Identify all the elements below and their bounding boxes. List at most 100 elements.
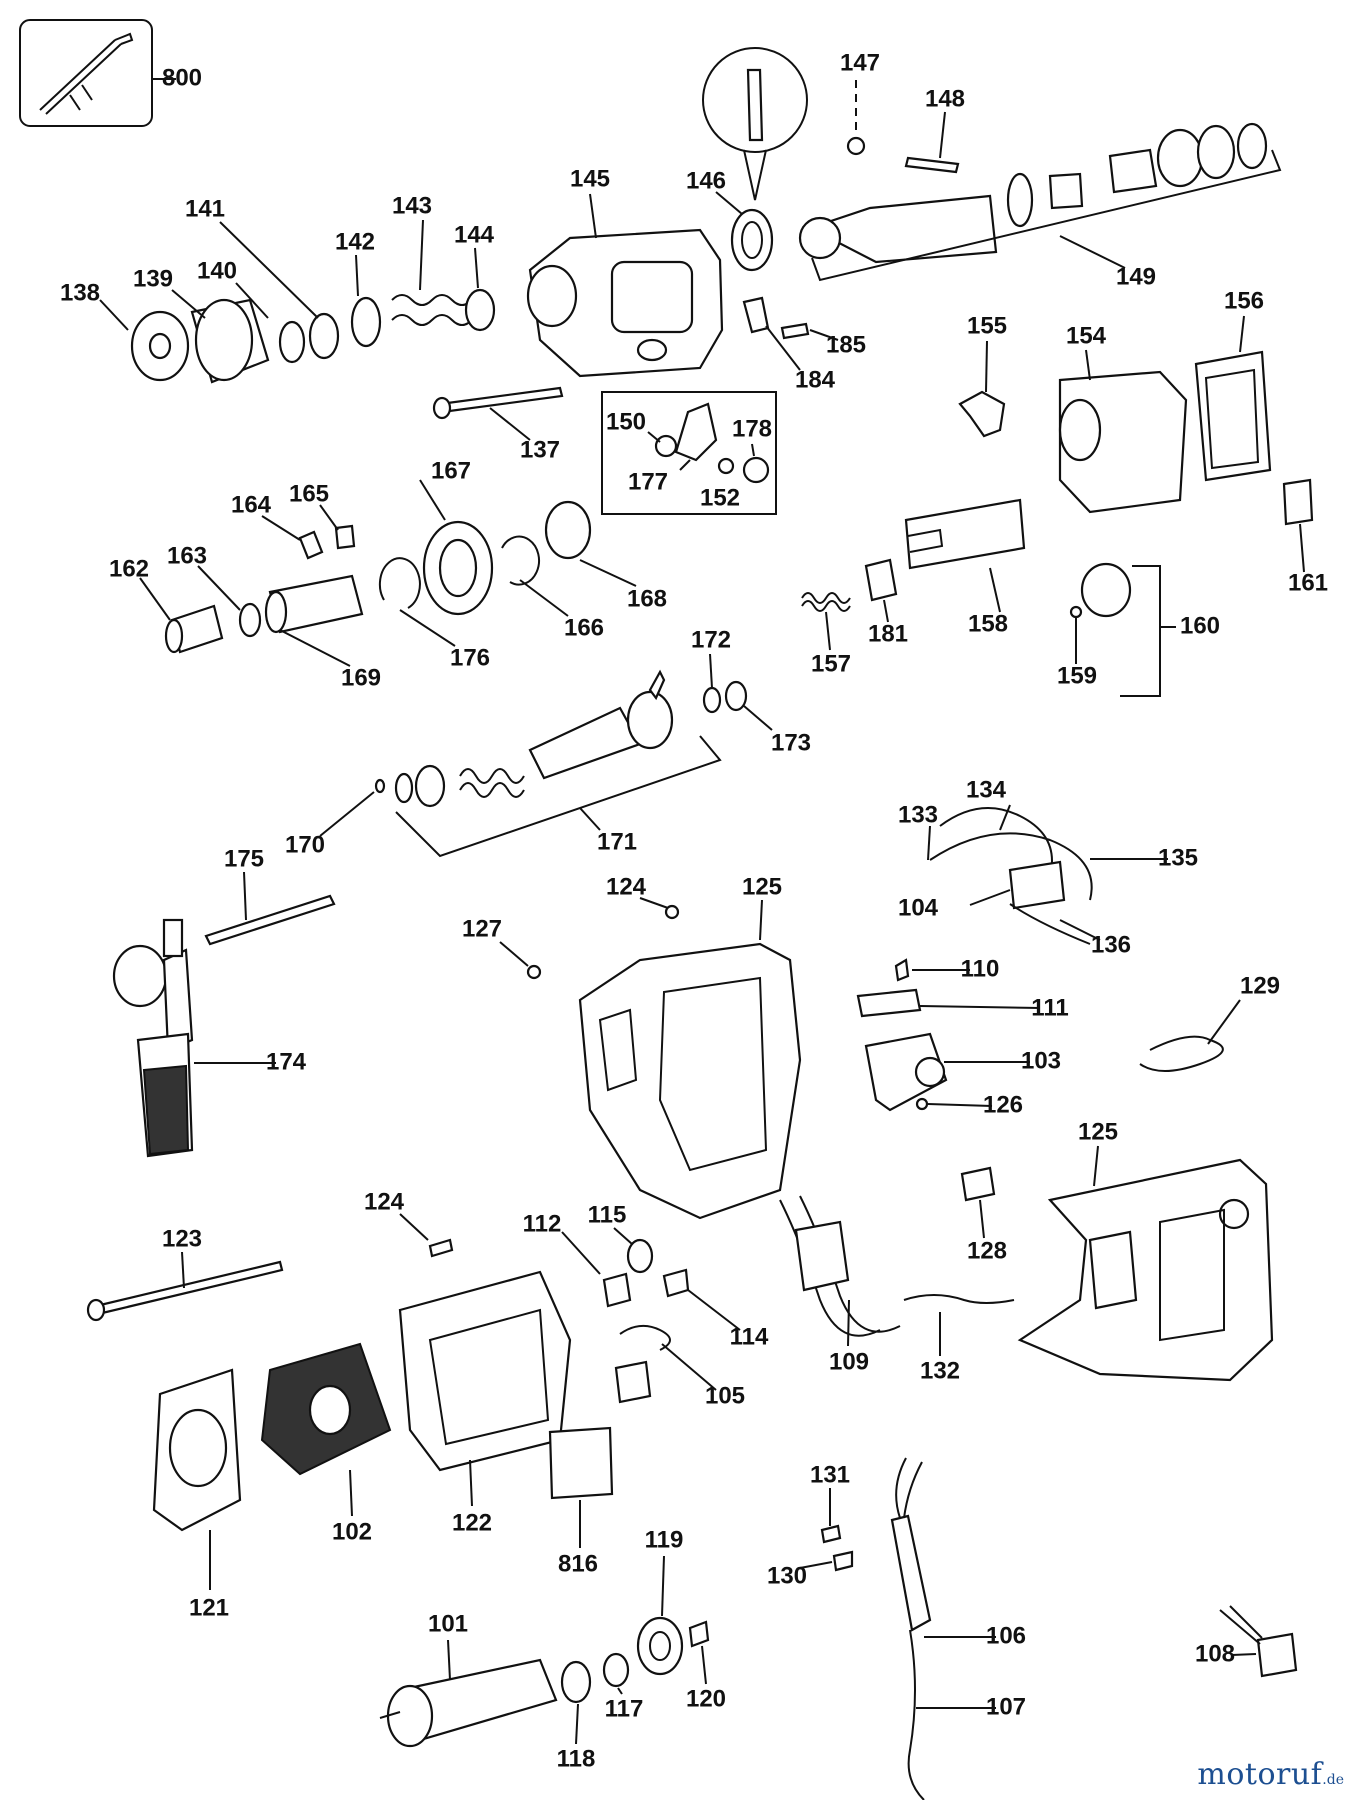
part-label-168: 168: [627, 585, 667, 612]
spindle-group: [139, 479, 637, 667]
part-label-164: 164: [231, 491, 272, 518]
part-label-148: 148: [925, 85, 965, 112]
brush-holders: [561, 1227, 741, 1404]
part-label-161: 161: [1288, 569, 1328, 596]
part-label-166: 166: [564, 614, 604, 641]
part-label-816: 816: [558, 1550, 598, 1577]
part-label-120: 120: [686, 1685, 726, 1712]
part-label-176: 176: [450, 644, 490, 671]
part-label-165: 165: [289, 480, 329, 507]
watermark-name: motoruf: [1197, 1757, 1323, 1792]
part-label-112: 112: [523, 1210, 562, 1237]
part-label-163: 163: [167, 542, 207, 569]
part-label-133: 133: [898, 801, 938, 828]
housing-half-125: [1017, 1145, 1274, 1382]
part-label-136: 136: [1091, 931, 1131, 958]
cable-set-109: [779, 1195, 1015, 1356]
part-label-149: 149: [1116, 263, 1156, 290]
part-label-141: 141: [185, 195, 225, 222]
part-label-122: 122: [452, 1509, 492, 1536]
part-label-157: 157: [811, 650, 851, 677]
bolt-123: [86, 1251, 284, 1322]
part-label-128: 128: [967, 1237, 1007, 1264]
brush-holder-128: [960, 1166, 996, 1239]
part-label-184: 184: [795, 366, 836, 393]
watermark-logo: motoruf.de: [1197, 1757, 1344, 1792]
part-label-154: 154: [1066, 322, 1107, 349]
part-label-115: 115: [588, 1201, 627, 1228]
part-label-171: 171: [597, 828, 637, 855]
part-label-106: 106: [986, 1622, 1026, 1649]
tool-box-800: [19, 19, 176, 127]
gear-housing-145: [526, 193, 724, 378]
part-label-152: 152: [700, 484, 740, 511]
intermediate-shaft-171: [319, 653, 773, 858]
part-label-139: 139: [133, 265, 173, 292]
switch-housing-154: [801, 315, 1314, 697]
part-label-111: 111: [1031, 994, 1068, 1021]
part-label-160: 160: [1180, 612, 1220, 639]
part-label-158: 158: [968, 610, 1008, 637]
part-label-138: 138: [60, 279, 100, 306]
part-label-110: 110: [961, 955, 1000, 982]
part-label-175: 175: [224, 845, 264, 872]
clip-184-screw-185: [742, 296, 839, 371]
part-label-140: 140: [197, 257, 237, 284]
bolt-137: [432, 386, 564, 441]
part-label-114: 114: [730, 1323, 769, 1350]
selector-inset: [601, 391, 777, 515]
part-label-167: 167: [431, 457, 471, 484]
part-label-118: 118: [557, 1745, 596, 1772]
part-label-129: 129: [1240, 972, 1280, 999]
part-label-130: 130: [767, 1562, 807, 1589]
part-label-155: 155: [967, 312, 1007, 339]
part-label-104: 104: [898, 894, 939, 921]
part-label-145: 145: [570, 165, 610, 192]
switch-wiring: [927, 804, 1168, 945]
part-label-101: 101: [428, 1610, 468, 1637]
motor-stator: [152, 1270, 572, 1590]
part-label-124: 124: [364, 1188, 405, 1215]
part-label-177: 177: [628, 468, 668, 495]
watermark-tld: .de: [1322, 1772, 1344, 1788]
bearings: [560, 1555, 710, 1745]
part-label-181: 181: [868, 620, 908, 647]
part-label-107: 107: [986, 1693, 1026, 1720]
part-label-150: 150: [606, 408, 646, 435]
power-cord-106-107: [890, 1457, 996, 1800]
part-label-121: 121: [189, 1594, 229, 1621]
side-handle-174: [112, 871, 336, 1158]
motor-housing-125: [499, 897, 802, 1220]
part-label-172: 172: [691, 626, 731, 653]
part-label-134: 134: [966, 776, 1007, 803]
part-label-105: 105: [705, 1382, 745, 1409]
part-label-131: 131: [810, 1461, 850, 1488]
cable-clamp-130: [799, 1488, 854, 1572]
part-label-102: 102: [332, 1518, 372, 1545]
part-label-174: 174: [266, 1048, 307, 1075]
part-label-169: 169: [341, 664, 381, 691]
cable-129: [1139, 999, 1241, 1072]
part-label-103: 103: [1021, 1047, 1061, 1074]
part-label-123: 123: [162, 1225, 202, 1252]
part-label-126: 126: [983, 1091, 1023, 1118]
seal-146: [702, 47, 808, 272]
part-label-109: 109: [829, 1348, 869, 1375]
part-label-127: 127: [462, 915, 502, 942]
part-label-156: 156: [1224, 287, 1264, 314]
part-label-135: 135: [1158, 844, 1198, 871]
screw-124: [399, 1213, 454, 1258]
label-816: [548, 1426, 614, 1548]
brush-108: [1219, 1605, 1298, 1678]
part-label-143: 143: [392, 192, 432, 219]
part-label-132: 132: [920, 1357, 960, 1384]
part-label-185: 185: [826, 331, 866, 358]
armature-101: [379, 1639, 558, 1748]
part-label-173: 173: [771, 729, 811, 756]
piston-assembly-149: [798, 80, 1282, 282]
part-label-142: 142: [335, 228, 375, 255]
part-label-137: 137: [520, 436, 560, 463]
part-label-117: 117: [605, 1695, 644, 1722]
part-label-170: 170: [285, 831, 325, 858]
